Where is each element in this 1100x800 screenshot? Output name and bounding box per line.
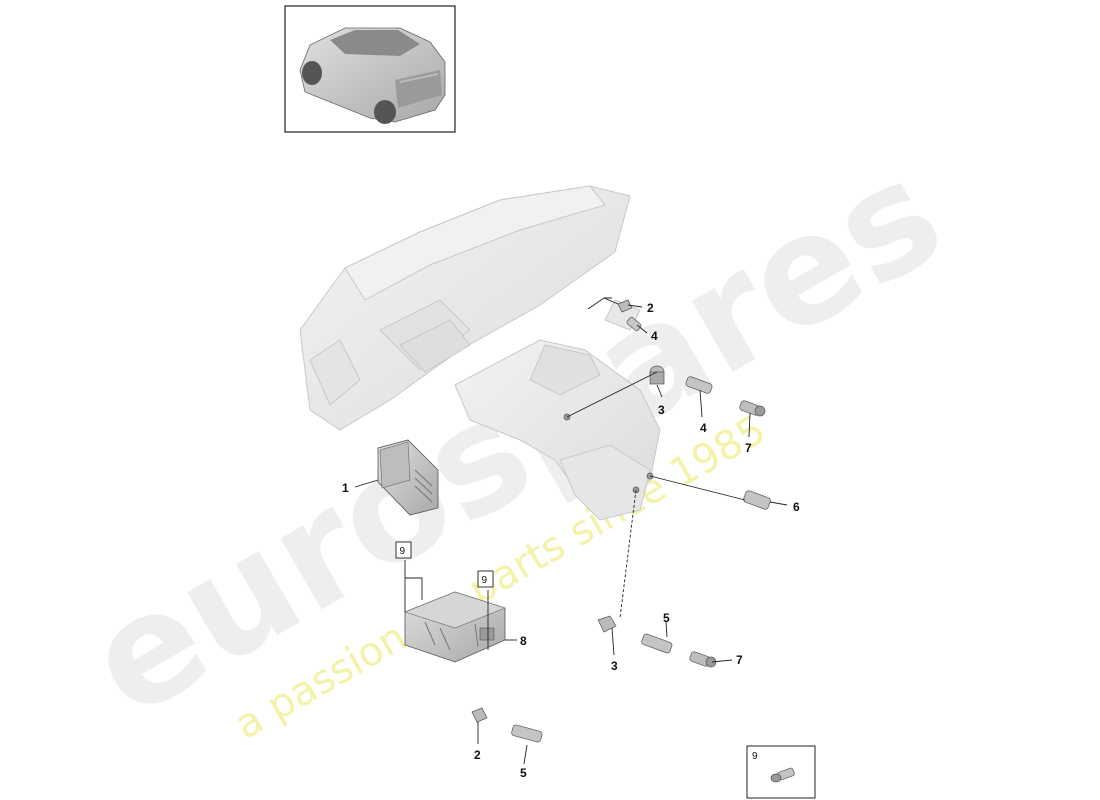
- callout-9-left: 9: [400, 546, 406, 557]
- vehicle-thumbnail: [284, 5, 456, 133]
- callout-1: 1: [342, 481, 349, 495]
- screw-icon: [770, 767, 795, 783]
- callout-6: 6: [793, 500, 800, 514]
- inset-part-9: 9: [746, 745, 816, 799]
- leader-lines: [354, 297, 788, 765]
- callout-2-bottom: 2: [474, 748, 481, 762]
- callout-4-upper: 4: [700, 421, 707, 435]
- callout-9-right: 9: [482, 575, 488, 586]
- callouts: 1 2 4 3 4 7 6 8 5 3 7 2 5: [342, 301, 800, 780]
- callout-8: 8: [520, 634, 527, 648]
- fasteners: [471, 299, 771, 743]
- callout-4-top: 4: [651, 329, 658, 343]
- control-unit-1: [377, 439, 439, 516]
- callout-7-upper: 7: [745, 441, 752, 455]
- callout-7-lower: 7: [736, 653, 743, 667]
- callout-5-mid: 5: [663, 611, 670, 625]
- ref-box-9-right: 9: [477, 570, 494, 588]
- dashboard-assembly: [299, 185, 661, 521]
- callout-3-upper: 3: [658, 403, 665, 417]
- ref-box-9-left: 9: [395, 541, 412, 559]
- module-8: [404, 591, 506, 663]
- callout-3-lower: 3: [611, 659, 618, 673]
- callout-5-bottom: 5: [520, 766, 527, 780]
- callout-2-top: 2: [647, 301, 654, 315]
- inset-number: 9: [752, 751, 758, 762]
